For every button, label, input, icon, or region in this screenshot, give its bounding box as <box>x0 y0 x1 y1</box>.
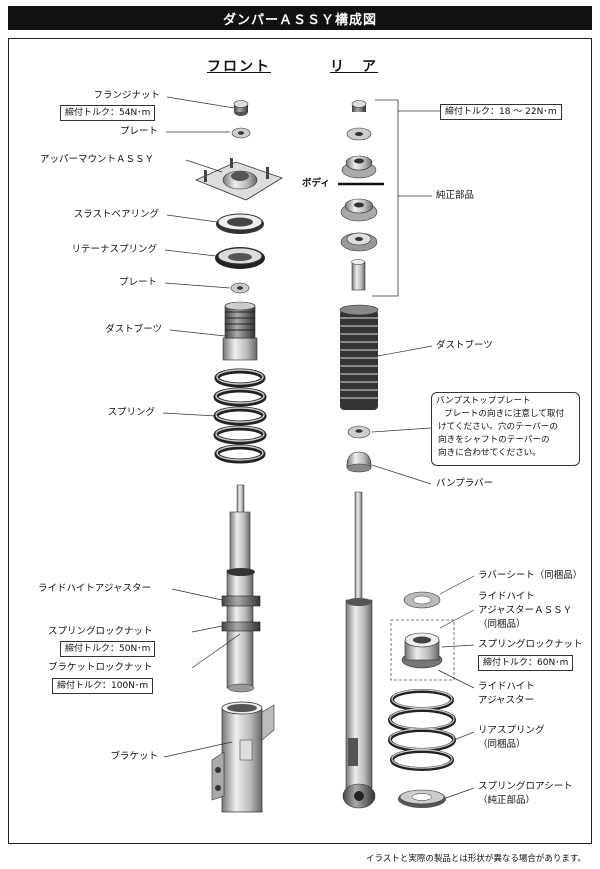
rear-genuine-bracket <box>372 99 399 297</box>
diagram-frame <box>8 38 592 844</box>
label-rh-adjuster-assy-2: アジャスターＡＳＳＹ <box>478 605 573 616</box>
rear-mount-lower <box>340 198 378 222</box>
front-flange-nut <box>233 100 249 116</box>
callout-title: バンプストッププレート <box>436 396 531 406</box>
label-flange-nut: フランジナット <box>93 90 160 101</box>
front-damper-body <box>221 484 261 693</box>
bump-stop-callout: バンプストッププレート プレートの向きに注意して取付 けてください。穴のテーパー… <box>431 392 580 466</box>
label-rh-adjuster-assy-3: （同梱品） <box>478 619 526 630</box>
front-plate-mid <box>230 282 250 294</box>
front-coil-spring-highlight <box>215 369 265 461</box>
rear-washer-1 <box>346 127 372 141</box>
callout-note-4: 向きに合わせてください。 <box>438 448 541 458</box>
label-thrust-bearing: スラストベアリング <box>73 209 159 220</box>
torque-spring-lock-nut-front: 締付トルク：50N･m <box>60 641 156 657</box>
label-plate-mid: プレート <box>118 277 157 288</box>
label-spring-lower-seat-2: （純正部品） <box>478 795 536 806</box>
rear-spring-lower-seat <box>398 789 446 808</box>
header-front: フロント <box>207 59 271 75</box>
label-ride-height-adjuster: ライドハイトアジャスター <box>38 583 151 594</box>
label-bracket-lock-nut: ブラケットロックナット <box>48 662 153 673</box>
label-upper-mount: アッパーマウントＡＳＳＹ <box>40 154 155 165</box>
rear-coil-spring <box>388 689 456 771</box>
header-rear: リ ア <box>330 59 378 75</box>
torque-flange-nut: 締付トルク：54N･m <box>60 105 156 121</box>
label-spring-lock-nut-rear: スプリングロックナット <box>478 639 583 650</box>
torque-bracket-lock-nut: 締付トルク：100N･m <box>52 678 154 694</box>
label-spring-lower-seat-1: スプリングロアシート <box>478 781 573 792</box>
rear-adjuster-assy-outline <box>390 619 455 681</box>
callout-note-1: プレートの向きに注意して取付 <box>444 409 565 419</box>
torque-spring-lock-nut-rear: 締付トルク：60N･m <box>478 655 574 671</box>
rear-top-nut <box>351 100 367 112</box>
label-dust-boot-rear: ダストブーツ <box>436 340 493 351</box>
callout-note-3: 向きをシャフトのテーパーの <box>438 435 550 445</box>
rear-bump-stop-plate <box>347 425 371 439</box>
label-bump-rubber: バンプラバー <box>436 478 494 489</box>
label-rubber-seat: ラバーシート（同梱品） <box>478 570 583 581</box>
rear-dust-boot <box>339 304 379 410</box>
label-rear-spring-1: リアスプリング <box>478 725 545 736</box>
label-body: ボディ <box>302 178 330 189</box>
label-plate-top: プレート <box>119 126 158 137</box>
callout-note-2: けてください。穴のテーパーの <box>438 422 558 432</box>
label-dust-boot-front: ダストブーツ <box>105 324 162 335</box>
rear-coil-spring-highlight <box>389 689 455 769</box>
rear-collar <box>351 259 366 291</box>
diagram-title: ダンパーＡＳＳＹ構成図 <box>8 6 592 30</box>
label-spring-front: スプリング <box>107 407 155 418</box>
front-thrust-bearing <box>216 213 264 234</box>
footnote: イラストと実際の製品とは形状が異なる場合があります。 <box>366 854 586 864</box>
front-upper-mount <box>194 158 283 201</box>
front-retainer-spring <box>215 247 265 269</box>
rear-adjuster-assy <box>401 632 443 669</box>
label-spring-lock-nut-front: スプリングロックナット <box>48 626 153 637</box>
label-bracket: ブラケット <box>110 751 158 762</box>
label-retainer-spring: リテーナスプリング <box>71 244 157 255</box>
rear-rubber-seat <box>403 591 441 609</box>
rear-bump-rubber <box>346 451 372 473</box>
front-dust-boot <box>222 301 258 361</box>
label-rh-adjuster-2: アジャスター <box>478 695 535 706</box>
front-bracket <box>211 701 275 813</box>
label-rear-spring-2: （同梱品） <box>478 739 526 750</box>
rear-mount-upper <box>341 155 377 179</box>
label-rh-adjuster-1: ライドハイト <box>478 681 535 692</box>
rear-damper-body <box>342 491 376 809</box>
front-plate-top <box>231 127 251 139</box>
label-genuine-parts: 純正部品 <box>436 190 475 201</box>
leader-lines <box>162 96 475 799</box>
label-rh-adjuster-assy-1: ライドハイト <box>478 591 535 602</box>
rear-washer-2 <box>340 232 378 252</box>
torque-rear-top: 締付トルク：18 〜 22N･m <box>440 104 562 120</box>
